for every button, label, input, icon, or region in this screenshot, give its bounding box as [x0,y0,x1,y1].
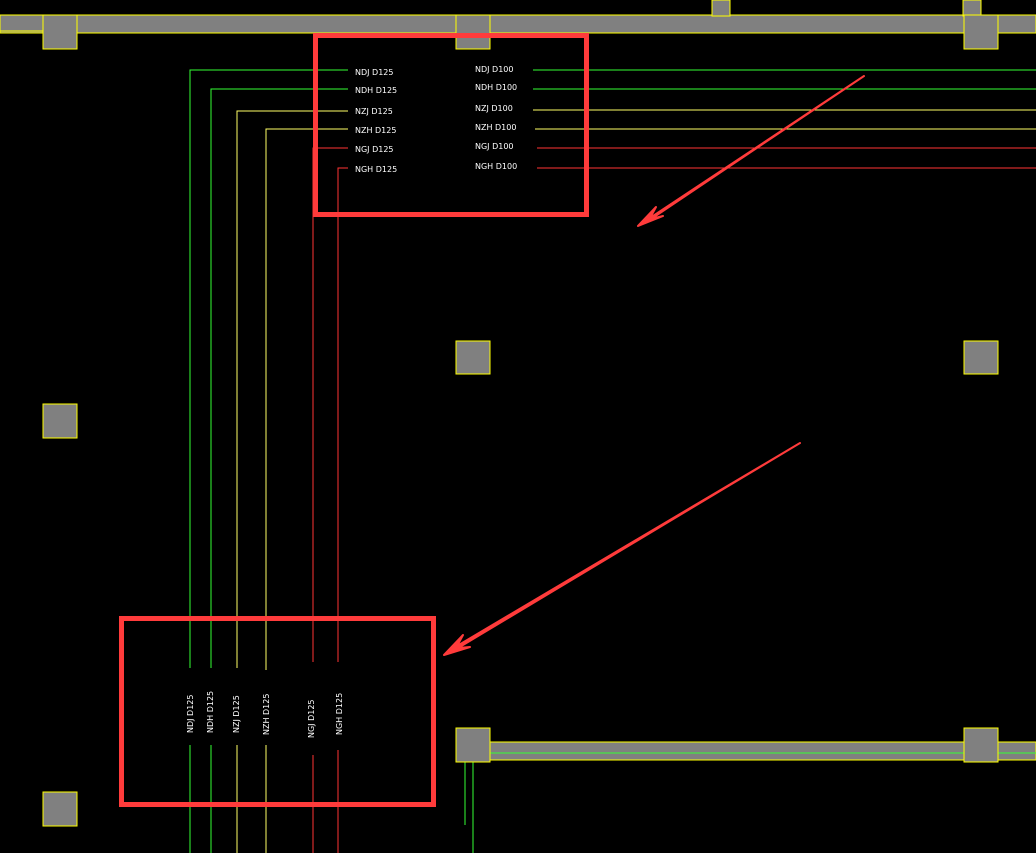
top-label-group: NDJ D125 NDH D125 NZJ D125 NZH D125 NGJ … [355,65,517,174]
top-left-label: NDH D125 [355,86,397,95]
column[interactable] [42,403,78,439]
bottom-label-group: NDJ D125 NDH D125 NZJ D125 NZH D125 NGJ … [186,691,344,738]
pipe-nzh-left[interactable] [265,128,348,670]
top-right-label: NGH D100 [475,162,517,171]
bottom-label: NZH D125 [262,694,271,735]
pipe-ngj-left[interactable] [312,147,348,662]
column[interactable] [963,727,999,763]
top-right-label: NZJ D100 [475,104,513,113]
column-group [42,14,999,827]
bottom-label: NGH D125 [335,693,344,735]
pipe-ndh-left[interactable] [210,88,348,668]
bottom-label: NDJ D125 [186,695,195,733]
bottom-label: NGJ D125 [307,699,316,738]
highlight-box-top [313,33,589,217]
column[interactable] [455,340,491,375]
top-right-label: NZH D100 [475,123,516,132]
top-left-label: NDJ D125 [355,68,393,77]
top-right-label: NDH D100 [475,83,517,92]
top-right-label: NDJ D100 [475,65,513,74]
bottom-label: NZJ D125 [232,695,241,733]
pipe-ngh-left[interactable] [337,167,348,662]
arrow-top [637,75,865,227]
bottom-beam [471,741,1036,761]
column[interactable] [42,791,78,827]
top-left-label: NZJ D125 [355,107,393,116]
top-left-label: NGH D125 [355,165,397,174]
pipe-nzj-left[interactable] [236,110,348,668]
top-left-label: NZH D125 [355,126,396,135]
column[interactable] [42,14,78,50]
highlight-box-bottom [119,616,436,807]
column[interactable] [963,340,999,375]
top-beam [0,14,1036,34]
top-beam-stub-2 [962,0,982,17]
top-left-label: NGJ D125 [355,145,394,154]
column[interactable] [455,14,491,50]
column[interactable] [963,14,999,50]
arrow-bottom [443,442,801,656]
top-beam-stub-1 [711,0,731,17]
bottom-label: NDH D125 [206,691,215,733]
top-right-label: NGJ D100 [475,142,514,151]
column[interactable] [455,727,491,763]
pipe-ndj-left[interactable] [189,69,348,668]
